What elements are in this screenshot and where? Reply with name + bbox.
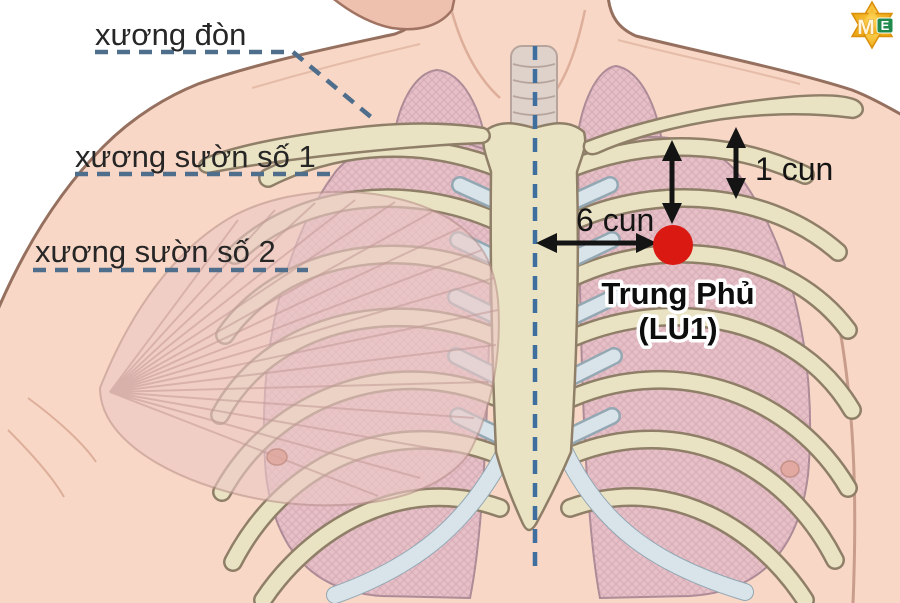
left-nipple [266, 448, 288, 466]
rib2-label: xương sườn số 2 [35, 234, 276, 269]
horizontal-arrow [536, 233, 657, 253]
measure-arrows [536, 127, 746, 253]
logo-letter-m: M [857, 16, 875, 39]
label-leader-lines [33, 49, 379, 273]
right-nipple [780, 460, 800, 478]
vertical-measure-label: 1 cun [755, 151, 833, 187]
vertical-arrow-left [662, 140, 682, 224]
muscle-striations [109, 199, 499, 497]
star-logo-icon: M E [850, 0, 894, 50]
clavicle-label: xương đòn [95, 17, 246, 52]
rib1-label: xương sườn số 1 [75, 139, 316, 174]
acupoint-code-label: (LU1) [638, 311, 717, 346]
right-clavicle-bone [582, 94, 864, 156]
vertical-arrow-right [726, 127, 746, 199]
logo-letter-e-box [876, 17, 894, 34]
acupoint-name-label: Trung Phủ [601, 276, 754, 311]
clavicle-leader-line [95, 49, 379, 124]
horizontal-measure-label: 6 cun [576, 202, 654, 238]
acupoint-marker [653, 225, 693, 265]
logo-letter-e: E [881, 18, 890, 33]
chin-shadow [333, 0, 456, 31]
right-ribs [560, 137, 862, 603]
